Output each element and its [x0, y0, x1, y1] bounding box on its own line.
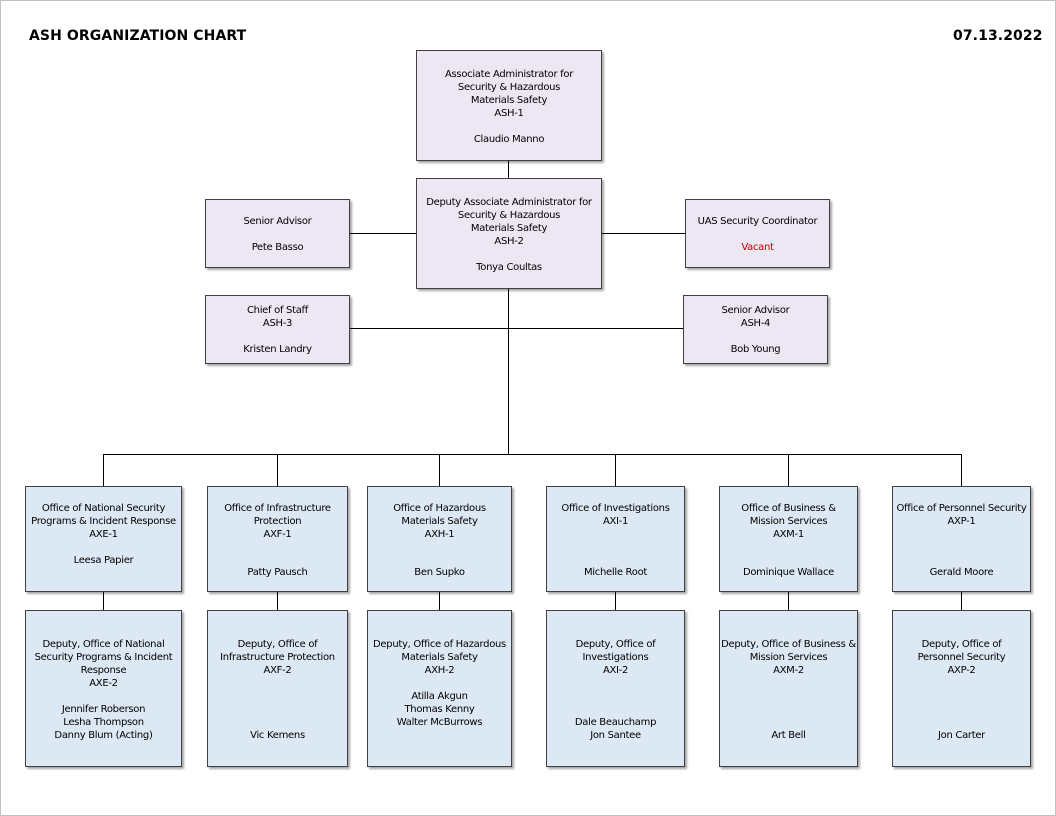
- box-title-line: Infrastructure Protection: [220, 652, 335, 663]
- box-title-line: Security & Hazardous: [457, 82, 561, 93]
- box-title-line: Office of Investigations: [561, 503, 670, 514]
- box-title-line: AXM-1: [773, 529, 804, 540]
- box-title-line: UAS Security Coordinator: [697, 216, 818, 227]
- person-name: Kristen Landry: [243, 344, 312, 355]
- box-title-line: Personnel Security: [917, 652, 1006, 663]
- box-title-line: Deputy, Office of: [237, 639, 318, 650]
- person-name: Jennifer Roberson: [61, 704, 146, 715]
- box-title-line: Materials Safety: [401, 652, 478, 663]
- box-title-line: AXH-1: [424, 529, 455, 540]
- box-title-line: Security Programs & Incident: [34, 652, 173, 663]
- box-axm-2: Deputy, Office of Business & Mission Serv…: [719, 610, 858, 767]
- box-title-line: AXE-2: [89, 678, 118, 689]
- person-name: Dominique Wallace: [742, 567, 835, 578]
- person-name: Vic Kemens: [250, 730, 305, 741]
- person-name: Pete Basso: [251, 242, 304, 253]
- person-name: Walter McBurrows: [396, 717, 483, 728]
- box-title-line: Deputy, Office of: [575, 639, 656, 650]
- box-title-line: AXF-2: [263, 665, 292, 676]
- box-title-line: Office of National Security: [41, 503, 166, 514]
- person-name: Danny Blum (Acting): [54, 730, 153, 741]
- box-title-line: AXM-2: [773, 665, 804, 676]
- person-name: Dale Beauchamp: [574, 717, 657, 728]
- box-title-line: ASH-4: [740, 318, 771, 329]
- person-name: Michelle Root: [583, 567, 648, 578]
- box-title-line: Chief of Staff: [246, 305, 308, 316]
- box-title-line: ASH-1: [494, 108, 524, 119]
- box-title-line: AXP-2: [947, 665, 976, 676]
- box-title-line: Office of Business &: [741, 503, 836, 514]
- box-title-line: Senior Advisor: [721, 305, 790, 316]
- person-name: Patty Pausch: [247, 567, 308, 578]
- box-title-line: Programs & Incident Response: [31, 516, 176, 527]
- box-title-line: Deputy, Office of Hazardous: [373, 639, 506, 650]
- box-title-line: Investigations: [582, 652, 649, 663]
- box-title-line: Associate Administrator for: [444, 69, 574, 80]
- box-axf-2: Deputy, Office of Infrastructure Protecti…: [207, 610, 348, 767]
- box-title-line: Mission Services: [749, 516, 828, 527]
- box-title-line: Office of Personnel Security: [896, 503, 1027, 514]
- box-title-line: AXF-1: [263, 529, 292, 540]
- box-title-line: AXI-2: [602, 665, 629, 676]
- box-title-line: AXP-1: [947, 516, 976, 527]
- box-title-line: Deputy, Office of National: [42, 639, 165, 650]
- person-name: Ben Supko: [414, 567, 465, 578]
- person-name: Lesha Thompson: [63, 717, 144, 728]
- person-name: Jon Santee: [590, 730, 641, 741]
- box-title-line: Protection: [253, 516, 302, 527]
- box-title-line: Security & Hazardous: [457, 210, 561, 221]
- person-name: Thomas Kenny: [404, 704, 475, 715]
- person-name: Bob Young: [730, 344, 781, 355]
- person-name: Art Bell: [771, 730, 806, 741]
- person-name: Jon Carter: [938, 730, 985, 741]
- chart-date: 07.13.2022: [953, 28, 1043, 44]
- box-title-line: ASH-3: [262, 318, 293, 329]
- box-title-line: Materials Safety: [401, 516, 478, 527]
- box-title-line: Office of Infrastructure: [224, 503, 331, 514]
- box-title-line: Materials Safety: [470, 223, 548, 234]
- box-title-line: ASH-2: [494, 236, 524, 247]
- box-title-line: Mission Services: [749, 652, 828, 663]
- box-title-line: AXI-1: [602, 516, 629, 527]
- box-title-line: AXE-1: [89, 529, 118, 540]
- box-title-line: Office of Hazardous: [393, 503, 486, 514]
- box-title-line: Materials Safety: [470, 95, 548, 106]
- box-title-line: AXH-2: [424, 665, 455, 676]
- person-name: Gerald Moore: [929, 567, 994, 578]
- box-title-line: Deputy, Office of Business &: [721, 639, 856, 650]
- vacant-label: Vacant: [741, 242, 774, 253]
- person-name: Leesa Papier: [73, 555, 134, 566]
- chart-title: ASH ORGANIZATION CHART: [29, 28, 247, 44]
- person-name: Claudio Manno: [473, 134, 545, 145]
- person-name: Tonya Coultas: [476, 262, 542, 273]
- person-name: Atilla Akgun: [411, 691, 468, 702]
- box-title-line: Response: [80, 665, 127, 676]
- box-title-line: Deputy Associate Administrator for: [426, 197, 592, 208]
- box-title-line: Senior Advisor: [243, 216, 312, 227]
- box-title-line: Deputy, Office of: [921, 639, 1002, 650]
